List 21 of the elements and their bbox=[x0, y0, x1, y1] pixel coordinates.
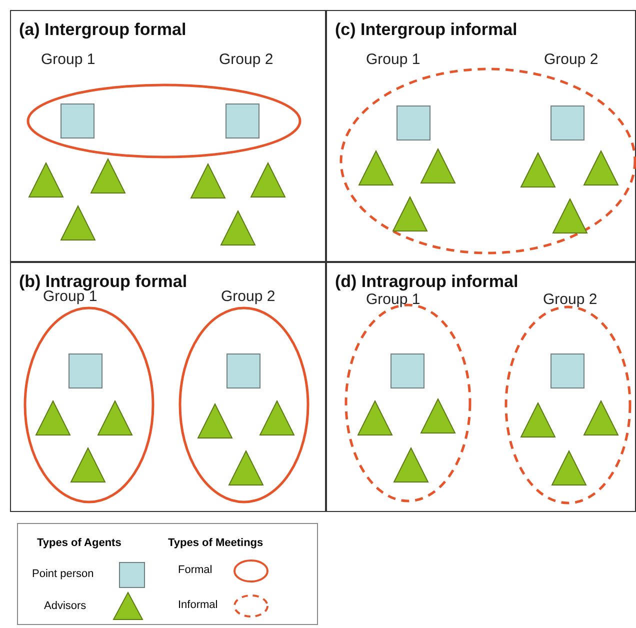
panel-title: (b) Intragroup formal bbox=[19, 272, 188, 291]
group-label: Group 2 bbox=[221, 288, 276, 305]
legend-text: Point person bbox=[32, 568, 94, 580]
legend-text: Informal bbox=[178, 599, 218, 611]
panel-title: (d) Intragroup informal bbox=[335, 272, 518, 292]
panel-box bbox=[326, 10, 636, 262]
legend-heading: Types of Agents bbox=[37, 537, 122, 549]
panel-box bbox=[10, 262, 326, 512]
legend-heading: Types of Meetings bbox=[168, 537, 264, 549]
group-label: Group 2 bbox=[219, 51, 274, 68]
panel-box bbox=[10, 10, 326, 262]
legend-text: Advisors bbox=[44, 600, 86, 612]
panel-title: (c) Intergroup informal bbox=[335, 20, 518, 40]
group-label: Group 2 bbox=[544, 51, 598, 68]
legend-text: Formal bbox=[178, 564, 212, 576]
panel-title: (a) Intergroup formal bbox=[19, 20, 186, 40]
group-label: Group 1 bbox=[41, 51, 96, 68]
panel-box bbox=[326, 262, 636, 512]
group-label: Group 2 bbox=[543, 291, 598, 308]
group-label: Group 1 bbox=[366, 291, 420, 308]
group-label: Group 1 bbox=[366, 51, 420, 68]
